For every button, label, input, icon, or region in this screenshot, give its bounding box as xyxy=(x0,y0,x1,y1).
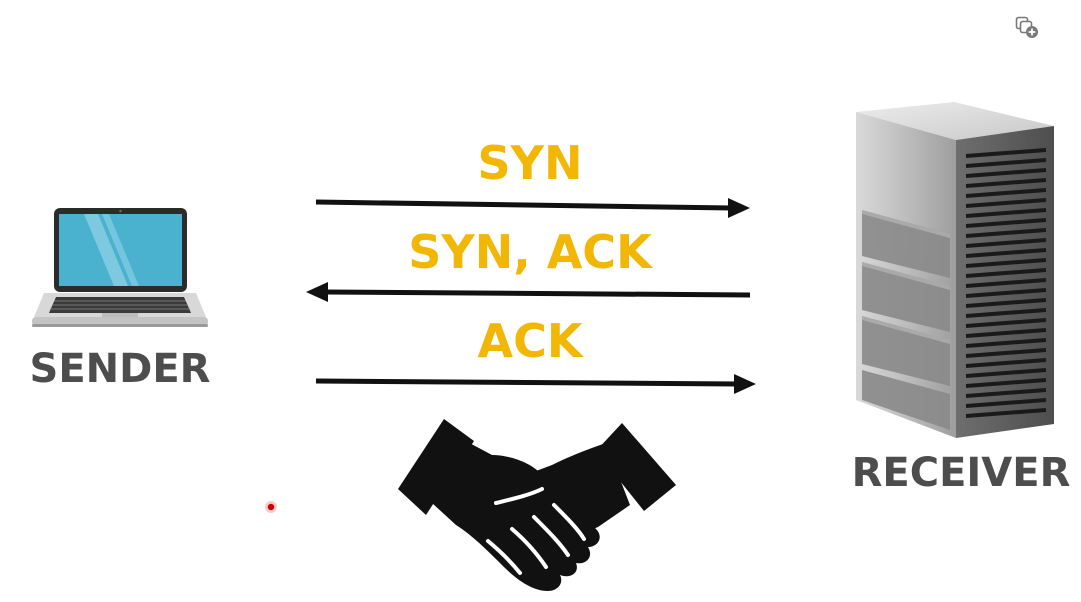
message-label-syn: SYN xyxy=(477,136,583,190)
laptop-icon xyxy=(30,205,210,333)
handshake-icon xyxy=(392,415,682,597)
laser-pointer-dot xyxy=(264,500,278,514)
server-tower-icon xyxy=(850,100,1060,442)
arrow-syn-ack xyxy=(302,280,754,306)
receiver-label: RECEIVER xyxy=(851,450,1071,496)
sender-label: SENDER xyxy=(29,346,211,392)
message-label-syn-ack: SYN, ACK xyxy=(408,225,652,279)
arrow-ack xyxy=(314,370,760,396)
message-label-ack: ACK xyxy=(477,314,583,368)
arrow-syn xyxy=(314,194,754,220)
add-to-collection-icon[interactable] xyxy=(1014,15,1040,39)
